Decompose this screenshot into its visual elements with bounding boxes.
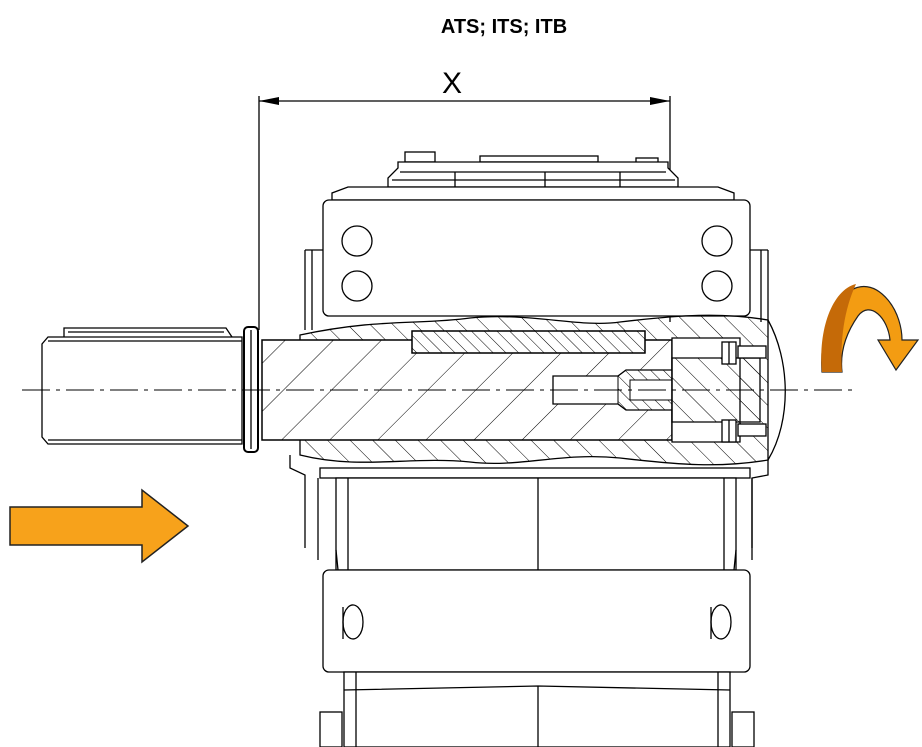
shaft-stub	[41, 327, 243, 445]
bolt-hole	[341, 270, 373, 302]
bolt-hole	[701, 225, 733, 257]
bolt-hole	[701, 270, 733, 302]
lower-housing	[289, 455, 769, 747]
dimension-label: X	[442, 67, 462, 100]
dimension-x: X	[258, 67, 671, 330]
top-cover	[387, 151, 679, 188]
bolt-hole	[341, 225, 373, 257]
rotation-arrow-icon	[821, 284, 920, 373]
drawing-title: ATS; ITS; ITB	[441, 16, 567, 38]
upper-housing	[304, 186, 769, 330]
right-arrow-icon	[9, 488, 190, 564]
